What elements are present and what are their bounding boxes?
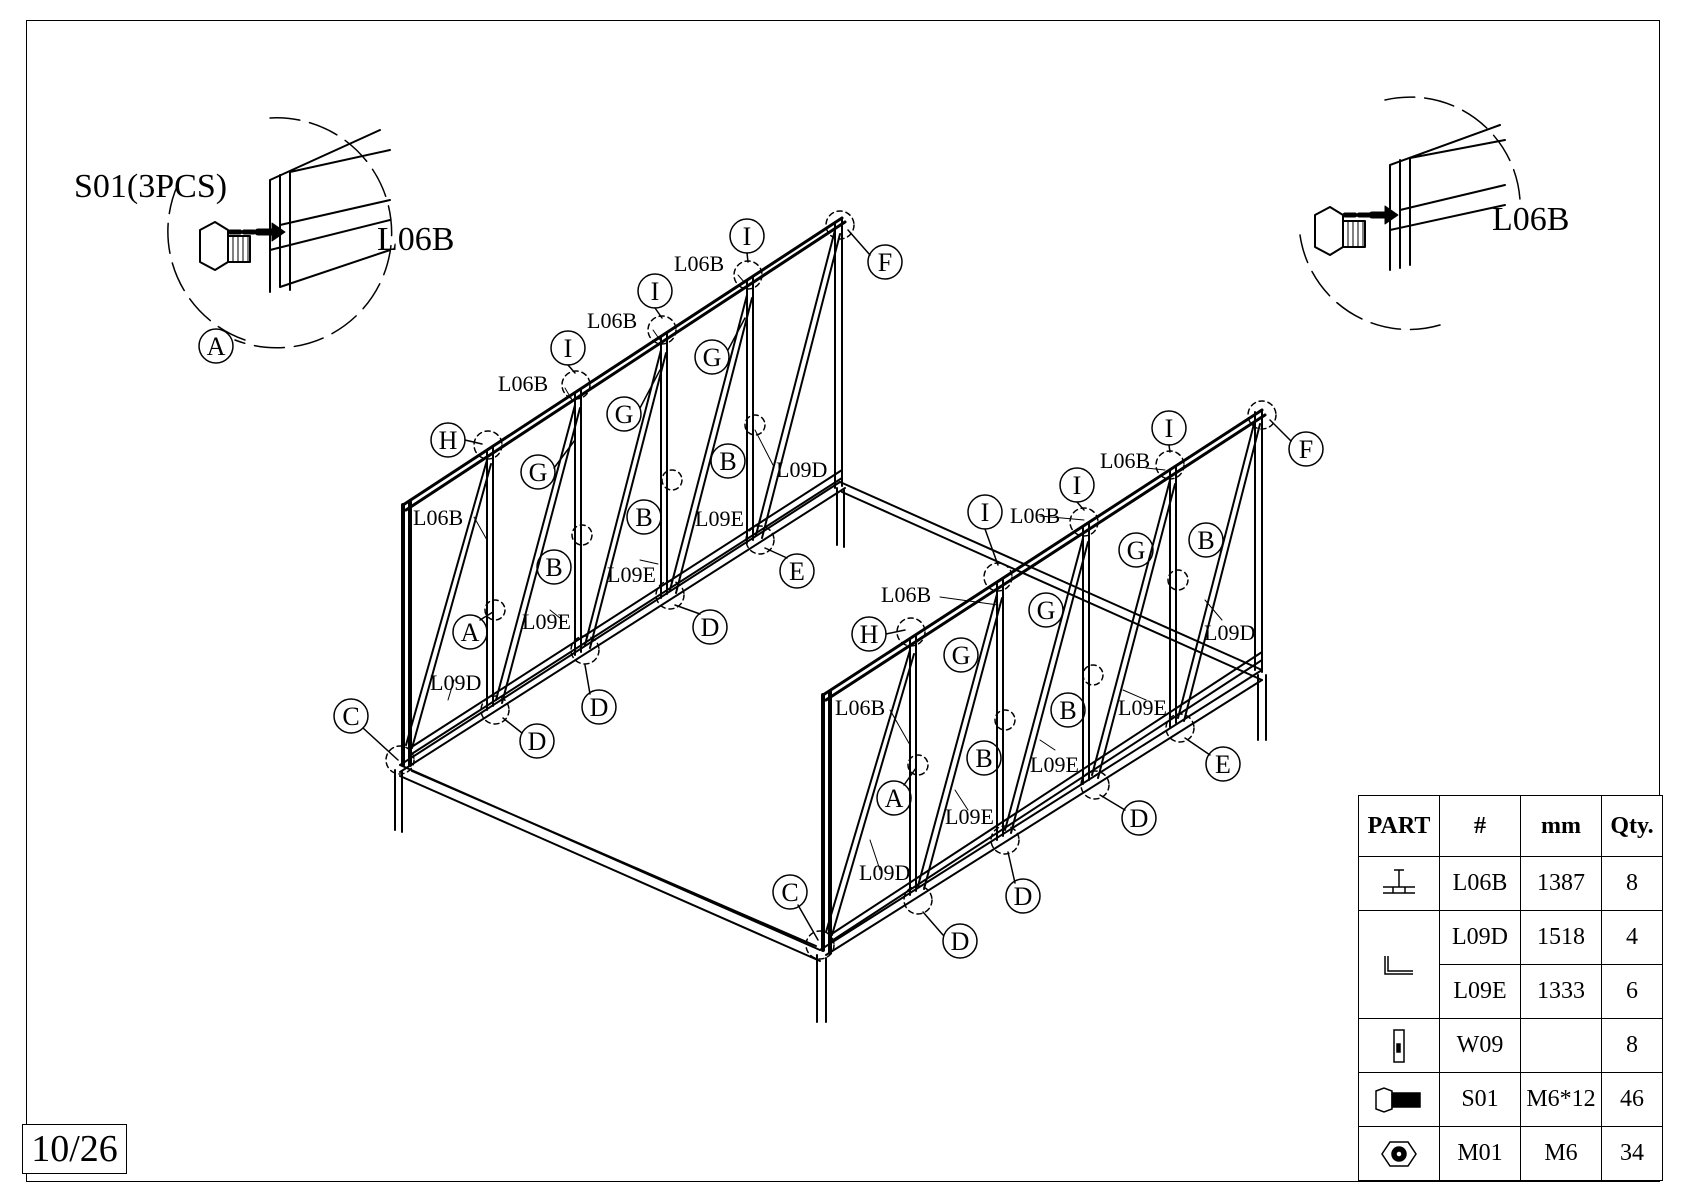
part-label-l06b: L06B [674, 251, 724, 276]
callout-d: D [590, 693, 609, 722]
part-label-l09e: L09E [695, 506, 744, 531]
part-qty: 6 [1602, 965, 1663, 1019]
part-label-l06b: L06B [587, 308, 637, 333]
header-number: # [1440, 796, 1521, 857]
callout-b: B [975, 744, 992, 773]
part-label-l09e: L09E [1118, 695, 1167, 720]
part-code: L09E [1440, 965, 1521, 1019]
callout-c: C [781, 878, 798, 907]
part-qty: 8 [1602, 1019, 1663, 1073]
part-mm: 1333 [1521, 965, 1602, 1019]
t-profile-icon [1379, 867, 1419, 901]
table-header-row: PART # mm Qty. [1359, 796, 1663, 857]
page-number-box: 10/26 [22, 1124, 127, 1174]
callout-e: E [1215, 750, 1231, 779]
callout-f: F [1299, 435, 1313, 464]
callout-b: B [719, 447, 736, 476]
table-row: M01 M6 34 [1359, 1127, 1663, 1181]
detail-inset-right [1300, 97, 1520, 329]
table-row: S01 M6*12 46 [1359, 1073, 1663, 1127]
callout-i: I [1165, 414, 1174, 443]
parts-table: PART # mm Qty. L06B 1387 8 L09D 1518 4 L… [1358, 795, 1663, 1181]
part-mm: 1387 [1521, 857, 1602, 911]
part-icon-cell [1359, 1127, 1440, 1181]
part-code: W09 [1440, 1019, 1521, 1073]
callout-g: G [952, 641, 971, 670]
part-label-l09d: L09D [776, 457, 827, 482]
callout-h: H [860, 620, 879, 649]
callout-b: B [635, 503, 652, 532]
part-code: S01 [1440, 1073, 1521, 1127]
callout-g: G [529, 458, 548, 487]
part-label-l09e: L09E [1030, 752, 1079, 777]
callout-i: I [743, 222, 752, 251]
detail-part-label: L06B [1492, 201, 1569, 238]
callout-i: I [564, 334, 573, 363]
part-icon-cell [1359, 1073, 1440, 1127]
callout-a: A [461, 618, 480, 647]
part-label-l09d: L09D [1204, 620, 1255, 645]
part-code: L06B [1440, 857, 1521, 911]
part-label-l06b: L06B [1100, 448, 1150, 473]
part-icon-cell [1359, 1019, 1440, 1073]
header-part: PART [1359, 796, 1440, 857]
part-mm: M6 [1521, 1127, 1602, 1181]
callout-d: D [951, 927, 970, 956]
callout-circles [199, 219, 1323, 958]
part-label-l09e: L09E [945, 804, 994, 829]
part-mm: 1518 [1521, 911, 1602, 965]
part-label-l06b: L06B [413, 505, 463, 530]
part-icon-cell [1359, 911, 1440, 1019]
part-label-l06b: L06B [1010, 503, 1060, 528]
callout-e: E [789, 557, 805, 586]
part-label-l09e: L09E [522, 609, 571, 634]
callout-g: G [1037, 596, 1056, 625]
callout-i: I [981, 498, 990, 527]
callout-d: D [528, 727, 547, 756]
detail-bolt-label: S01(3PCS) [74, 168, 227, 205]
callout-d: D [1130, 804, 1149, 833]
callout-b: B [1059, 696, 1076, 725]
callout-c: C [342, 702, 359, 731]
part-qty: 34 [1602, 1127, 1663, 1181]
callout-f: F [878, 248, 892, 277]
callout-i: I [1073, 471, 1082, 500]
table-row: L09D 1518 4 [1359, 911, 1663, 965]
part-label-l09e: L09E [607, 562, 656, 587]
part-label-l09d: L09D [859, 860, 910, 885]
header-qty: Qty. [1602, 796, 1663, 857]
callout-b: B [1197, 526, 1214, 555]
callout-a: A [885, 784, 904, 813]
part-icon-cell [1359, 857, 1440, 911]
part-mm: M6*12 [1521, 1073, 1602, 1127]
callout-g: G [615, 400, 634, 429]
part-label-l09d: L09D [430, 670, 481, 695]
part-code: L09D [1440, 911, 1521, 965]
part-qty: 4 [1602, 911, 1663, 965]
part-mm [1521, 1019, 1602, 1073]
clip-icon [1379, 1026, 1419, 1066]
part-label-l06b: L06B [498, 371, 548, 396]
bolt-icon [1372, 1083, 1426, 1117]
callout-d: D [1014, 882, 1033, 911]
part-qty: 46 [1602, 1073, 1663, 1127]
nut-icon [1379, 1137, 1419, 1171]
table-row: L06B 1387 8 [1359, 857, 1663, 911]
page-number: 10/26 [23, 1127, 126, 1171]
detail-part-label: L06B [377, 221, 454, 258]
angle-profile-icon [1379, 948, 1419, 982]
callout-b: B [545, 553, 562, 582]
part-code: M01 [1440, 1127, 1521, 1181]
callout-h: H [439, 426, 458, 455]
callout-d: D [701, 613, 720, 642]
header-mm: mm [1521, 796, 1602, 857]
callout-g: G [1127, 536, 1146, 565]
part-qty: 8 [1602, 857, 1663, 911]
table-row: W09 8 [1359, 1019, 1663, 1073]
part-label-l06b: L06B [835, 695, 885, 720]
callout-a: A [207, 332, 226, 361]
callout-i: I [651, 277, 660, 306]
part-label-l06b: L06B [881, 582, 931, 607]
callout-g: G [703, 343, 722, 372]
